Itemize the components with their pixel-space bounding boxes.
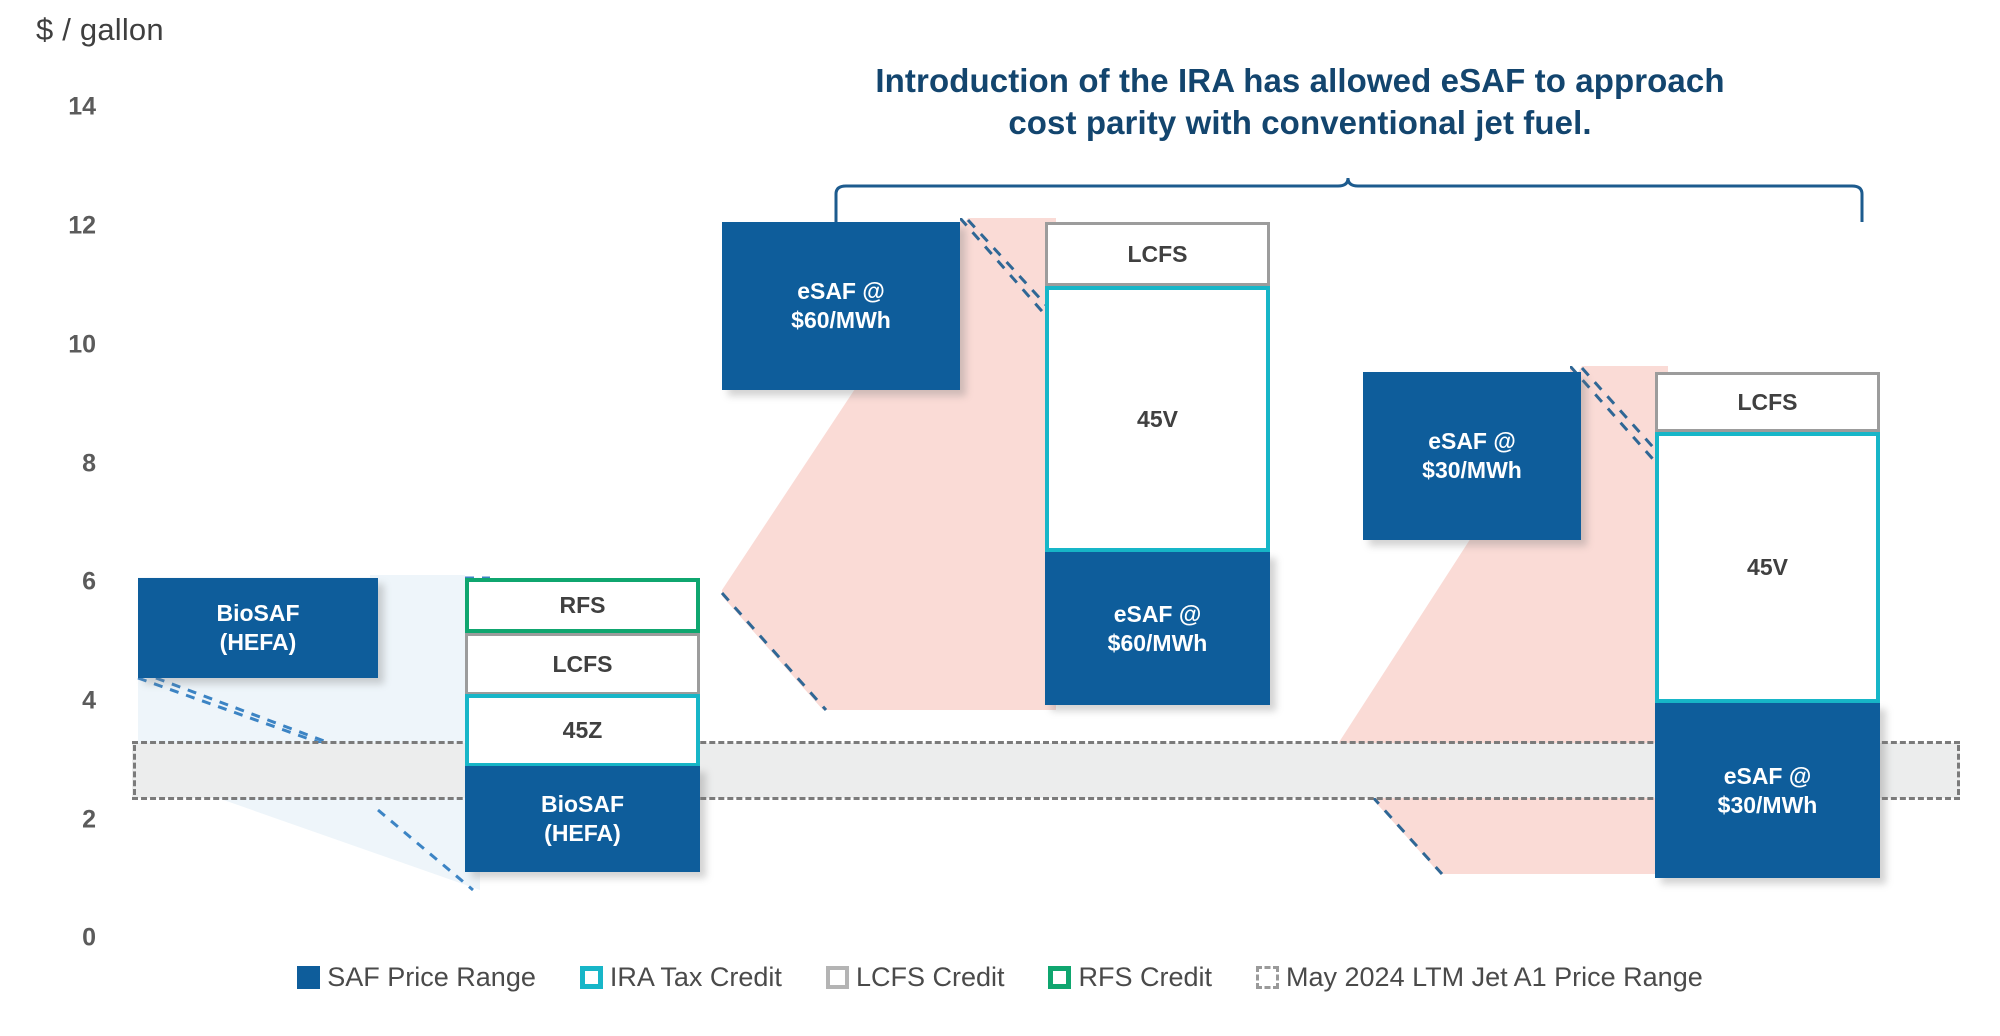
legend-label-lcfs-credit: LCFS Credit	[855, 962, 1005, 992]
legend-item-rfs-credit[interactable]: RFS Credit	[1048, 962, 1212, 993]
bar-g2-45v-credit[interactable]: 45V	[1045, 286, 1270, 552]
bar-g1-rfs-credit[interactable]: RFS	[465, 578, 700, 633]
bar-g2-net[interactable]: eSAF @$60/MWh	[1045, 552, 1270, 705]
lcfs-credit-swatch-icon	[825, 966, 849, 989]
rfs-credit-swatch-icon	[1048, 966, 1072, 989]
legend-label-ira-tax-credit: IRA Tax Credit	[609, 962, 782, 992]
y-tick-14: 14	[68, 92, 96, 121]
bar-g1-45z-credit[interactable]: 45Z	[465, 694, 700, 767]
y-axis-title: $ / gallon	[36, 12, 164, 47]
legend-item-lcfs-credit[interactable]: LCFS Credit	[825, 962, 1005, 993]
ira-tax-credit-swatch-icon	[579, 966, 603, 989]
jet-fuel-band-bottom-edge	[132, 797, 1960, 800]
bar-g3-net-label: eSAF @$30/MWh	[1717, 762, 1818, 818]
connector-wedge-group-2b	[960, 218, 1050, 718]
chart-legend: SAF Price Range IRA Tax Credit LCFS Cred…	[0, 962, 2000, 993]
bar-g2-net-label: eSAF @$60/MWh	[1107, 600, 1208, 656]
callout-title-line-1: Introduction of the IRA has allowed eSAF…	[875, 62, 1725, 99]
y-tick-2: 2	[82, 805, 96, 834]
y-tick-6: 6	[82, 567, 96, 596]
bar-g3-lcfs-label: LCFS	[1737, 388, 1798, 415]
jet-a1-price-range-swatch-icon	[1256, 966, 1280, 989]
bar-g3-45v-label: 45V	[1747, 554, 1788, 581]
bar-g1-rfs-label: RFS	[559, 592, 606, 619]
callout-title-line-2: cost parity with conventional jet fuel.	[1008, 104, 1592, 142]
legend-label-jet-a1-price-range: May 2024 LTM Jet A1 Price Range	[1286, 962, 1703, 992]
bar-g2-lcfs-label: LCFS	[1127, 240, 1188, 267]
bar-g1-lcfs-credit[interactable]: LCFS	[465, 633, 700, 695]
y-tick-8: 8	[82, 449, 96, 478]
bar-g3-45v-credit[interactable]: 45V	[1655, 432, 1880, 703]
bar-g2-lcfs-credit[interactable]: LCFS	[1045, 222, 1270, 286]
bar-g1-net[interactable]: BioSAF(HEFA)	[465, 766, 700, 872]
y-tick-10: 10	[68, 330, 96, 359]
bar-g3-net[interactable]: eSAF @$30/MWh	[1655, 703, 1880, 878]
jet-fuel-band-left-cap	[133, 745, 136, 795]
callout-title: Introduction of the IRA has allowed eSAF…	[800, 60, 1800, 144]
saf-price-range-swatch-icon	[297, 966, 321, 989]
y-tick-12: 12	[68, 211, 96, 240]
bar-g1-net-label: BioSAF(HEFA)	[540, 791, 625, 846]
bar-g2-unabated-label: eSAF @$60/MWh	[791, 278, 891, 333]
legend-item-jet-a1-price-range[interactable]: May 2024 LTM Jet A1 Price Range	[1256, 962, 1703, 993]
legend-label-saf-price-range: SAF Price Range	[327, 962, 536, 992]
jet-fuel-band-right-cap	[1957, 745, 1960, 795]
bar-g2-45v-label: 45V	[1137, 405, 1178, 432]
bar-g1-lcfs-label: LCFS	[552, 650, 613, 677]
bar-g3-unabated-label: eSAF @$30/MWh	[1422, 428, 1522, 483]
bar-g1-unabated-label: BioSAF(HEFA)	[216, 600, 300, 655]
bar-g3-unabated[interactable]: eSAF @$30/MWh	[1363, 372, 1581, 540]
legend-item-saf-price-range[interactable]: SAF Price Range	[297, 962, 536, 993]
callout-brace	[830, 177, 1870, 231]
legend-item-ira-tax-credit[interactable]: IRA Tax Credit	[579, 962, 782, 993]
y-tick-4: 4	[82, 686, 96, 715]
connector-wedge-group-1b	[370, 575, 470, 885]
y-tick-0: 0	[82, 923, 96, 952]
bar-g1-45z-label: 45Z	[562, 717, 603, 744]
bar-g1-unabated[interactable]: BioSAF(HEFA)	[138, 578, 378, 678]
bar-g2-unabated[interactable]: eSAF @$60/MWh	[722, 222, 960, 390]
jet-fuel-band-top-edge	[132, 741, 1960, 744]
bar-g3-lcfs-credit[interactable]: LCFS	[1655, 372, 1880, 432]
legend-label-rfs-credit: RFS Credit	[1078, 962, 1213, 992]
